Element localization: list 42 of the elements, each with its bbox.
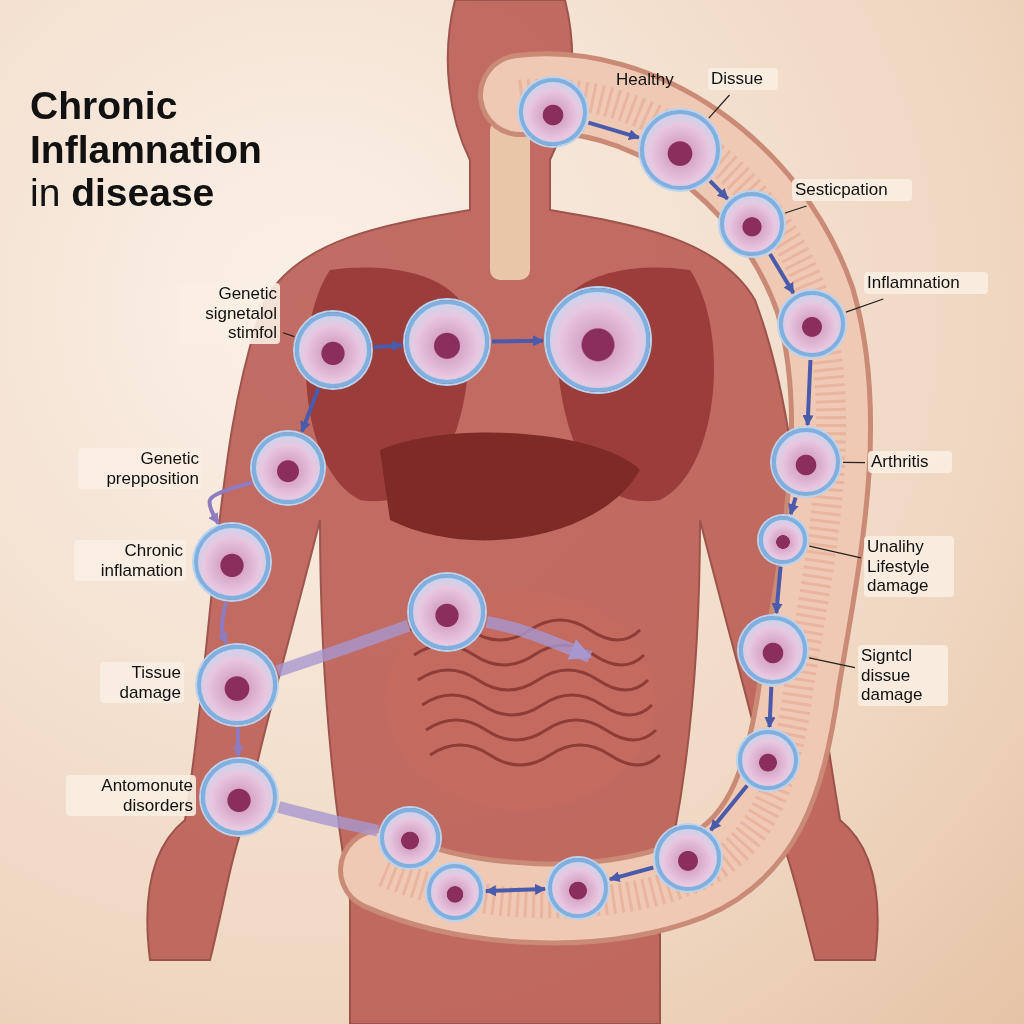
arrow	[788, 496, 799, 516]
arrow	[771, 566, 783, 615]
callout-label: Inflamnation	[864, 272, 988, 294]
callout-label: Unalihy Lifestyle damage	[864, 536, 954, 597]
leader-line	[784, 205, 808, 214]
immune-cell	[738, 730, 798, 790]
arrow	[300, 387, 321, 433]
callout-label: Chronic inflamation	[74, 540, 186, 582]
immune-cell	[194, 524, 270, 600]
leader-line	[808, 545, 862, 559]
arrow	[232, 727, 244, 758]
arrow	[484, 883, 547, 897]
callout-label: Dissue	[708, 68, 778, 90]
arrow	[373, 340, 404, 352]
immune-cell	[201, 759, 277, 835]
arrow	[217, 602, 228, 645]
flow-band	[275, 620, 411, 677]
arrow	[207, 480, 253, 525]
arrow	[768, 253, 796, 295]
arrow	[491, 335, 545, 347]
callout-label: Antomonute disorders	[66, 775, 196, 817]
arrow	[709, 784, 749, 832]
arrow	[608, 865, 654, 882]
callout-label: Genetic prepposition	[78, 448, 202, 490]
callout-label: Signtcl dissue damage	[858, 645, 948, 706]
arrow	[708, 179, 730, 201]
leader-line	[708, 94, 731, 119]
leader-line	[845, 298, 884, 313]
callout-label: Sesticpation	[792, 179, 912, 201]
immune-cell	[720, 192, 784, 256]
arrow	[802, 359, 814, 427]
callout-label: Tissue damage	[100, 662, 184, 704]
title: Chronic Inflamnation in disease	[30, 84, 263, 215]
leader-line	[842, 461, 866, 464]
arrow	[764, 686, 776, 729]
callout-label: Arthritis	[868, 451, 952, 473]
leader-line	[282, 332, 295, 338]
arrow	[587, 120, 640, 141]
flow-band	[485, 615, 593, 663]
leader-line	[808, 657, 856, 669]
text-label: Healthy	[616, 70, 674, 90]
immune-cell	[197, 645, 277, 725]
